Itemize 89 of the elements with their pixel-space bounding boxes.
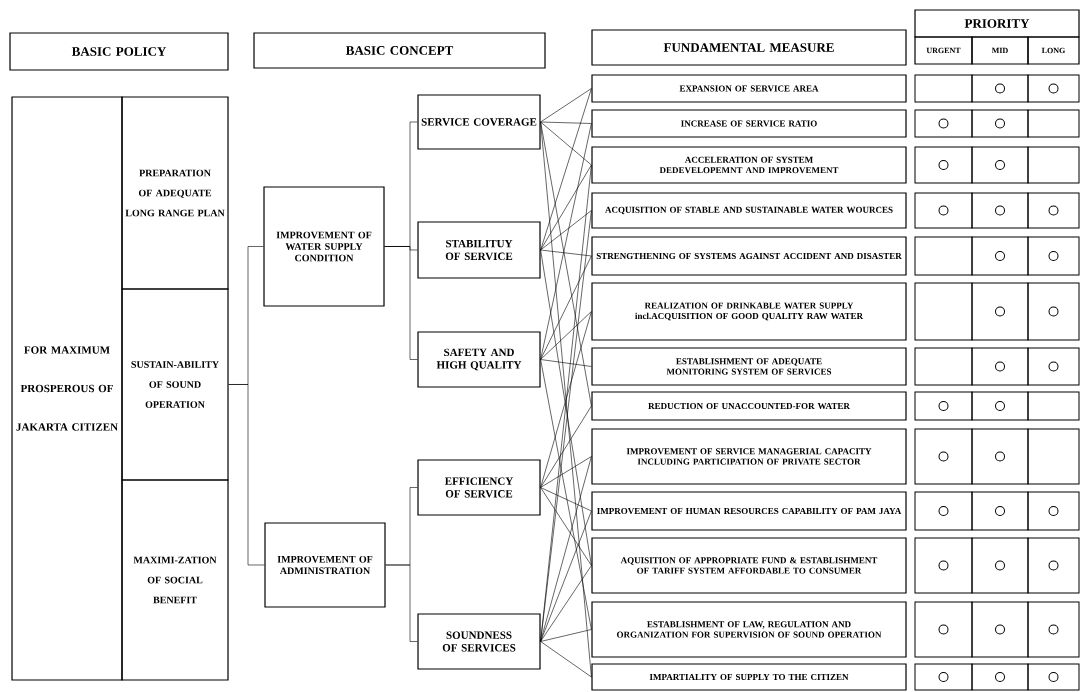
connector-line [540,487,592,566]
priority-mark [1048,560,1059,571]
connector-line [540,210,592,251]
priority-mark [938,560,949,571]
measure-box: EXPANSION OF SERVICE AREA [591,74,907,103]
concept-box: EFFICIENCY OF SERVICE [417,459,541,516]
concept-box: SERVICE COVERAGE [417,94,541,150]
header-box: PRIORITY [914,9,1080,38]
connector-line [540,405,592,488]
priority-mark [938,401,949,411]
concept-box: IMPROVEMENT OF WATER SUPPLY CONDITION [263,186,385,307]
connector-line [540,121,592,124]
priority-mark [938,205,949,216]
connector-line [540,121,592,407]
connector-line [540,359,592,367]
connector-line [540,487,592,512]
connector-line [385,564,418,642]
connector-line [540,123,592,360]
connector-line [540,311,592,488]
priority-mark [995,624,1005,635]
policy-box: PREPARATION OF ADEQUATE LONG RANGE PLAN [121,96,229,290]
priority-mark [995,506,1005,516]
measure-box: INCREASE OF SERVICE RATIO [591,109,907,138]
connector-line [540,510,592,642]
connector-line [540,629,592,642]
connector-line [540,88,592,251]
column-header: URGENT [914,36,973,65]
priority-mark [938,506,949,516]
concept-box: SOUNDNESS OF SERVICES [417,613,541,670]
measure-box: AQUISITION OF APPROPRIATE FUND & ESTABLISHMENT OF TARIFF SYSTEM AFFORDABLE TO CONSUMER [591,537,907,594]
measure-box: IMPROVEMENT OF HUMAN RESOURCES CAPABILITY OF PAM JAYA [591,491,907,531]
connector-line [228,384,265,566]
header-box: BASIC CONCEPT [253,32,546,69]
priority-mark [1048,624,1059,635]
header-box: BASIC POLICY [9,32,229,71]
concept-box: STABILITUY OF SERVICE [417,221,541,279]
priority-mark [995,205,1005,216]
column-header: LONG [1027,36,1080,65]
measure-box: ACQUISITION OF STABLE AND SUSTAINABLE WATER WOURCES [591,192,907,229]
policy-box: MAXIMI-ZATION OF SOCIAL BENEFIT [121,479,229,681]
measure-box: REALIZATION OF DRINKABLE WATER SUPPLY incl.ACQUISITION OF GOOD QUALITY RAW WATER [591,282,907,341]
measure-box: IMPARTIALITY OF SUPPLY TO THE CITIZEN [591,663,907,691]
priority-mark [938,118,949,129]
priority-mark [995,251,1005,261]
priority-mark [995,306,1005,317]
concept-box: SAFETY AND HIGH QUALITY [417,331,541,388]
priority-mark [938,160,949,170]
priority-mark [1048,361,1059,372]
priority-mark [995,672,1005,682]
connector-line [540,249,592,566]
connector-line [540,456,592,642]
connector-line [540,88,592,123]
policy-box: SUSTAIN-ABILITY OF SOUND OPERATION [121,288,229,481]
priority-mark [938,451,949,462]
priority-mark [995,361,1005,372]
header-box: FUNDAMENTAL MEASURE [591,29,907,66]
priority-mark [995,118,1005,129]
measure-box: ACCELERATION OF SYSTEM DEDEVELOPEMNT AND IMPROVEMENT [591,146,907,184]
connector-line [540,249,592,257]
priority-mark [938,672,949,682]
connector-line [540,121,592,166]
priority-mark [938,624,949,635]
connector-line [540,641,592,678]
connector-line [384,246,418,360]
priority-mark [995,560,1005,571]
measure-box: IMPROVEMENT OF SERVICE MANAGERIAL CAPACITY INCLUDING PARTICIPATION OF PRIVATE SECTOR [591,428,907,485]
priority-mark [1048,83,1059,94]
priority-mark [1048,251,1059,261]
column-header: MID [971,36,1029,65]
priority-mark [1048,506,1059,516]
priority-mark [995,160,1005,170]
connector-line [540,311,592,360]
priority-mark [1048,205,1059,216]
connector-line [540,456,592,488]
priority-mark [1048,672,1059,682]
concept-box: IMPROVEMENT OF ADMINISTRATION [264,522,386,608]
priority-mark [995,451,1005,462]
measure-box: ESTABLISHMENT OF LAW, REGULATION AND ORGANIZATION FOR SUPERVISION OF SOUND OPERATION [591,601,907,658]
connector-line [540,164,592,251]
priority-mark [1048,306,1059,317]
measure-box: STRENGTHENING OF SYSTEMS AGAINST ACCIDENT AND DISASTER [591,236,907,276]
priority-mark [995,83,1005,94]
connector-line [540,565,592,642]
measure-box: REDUCTION OF UNACCOUNTED-FOR WATER [591,391,907,421]
connector-line [540,255,592,360]
policy-box: FOR MAXIMUM PROSPEROUS OF JAKARTA CITIZEN [11,96,123,681]
priority-mark [995,401,1005,411]
measure-box: ESTABLISHMENT OF ADEQUATE MONITORING SYSTEM OF SERVICES [591,347,907,386]
connector-line [540,359,592,630]
